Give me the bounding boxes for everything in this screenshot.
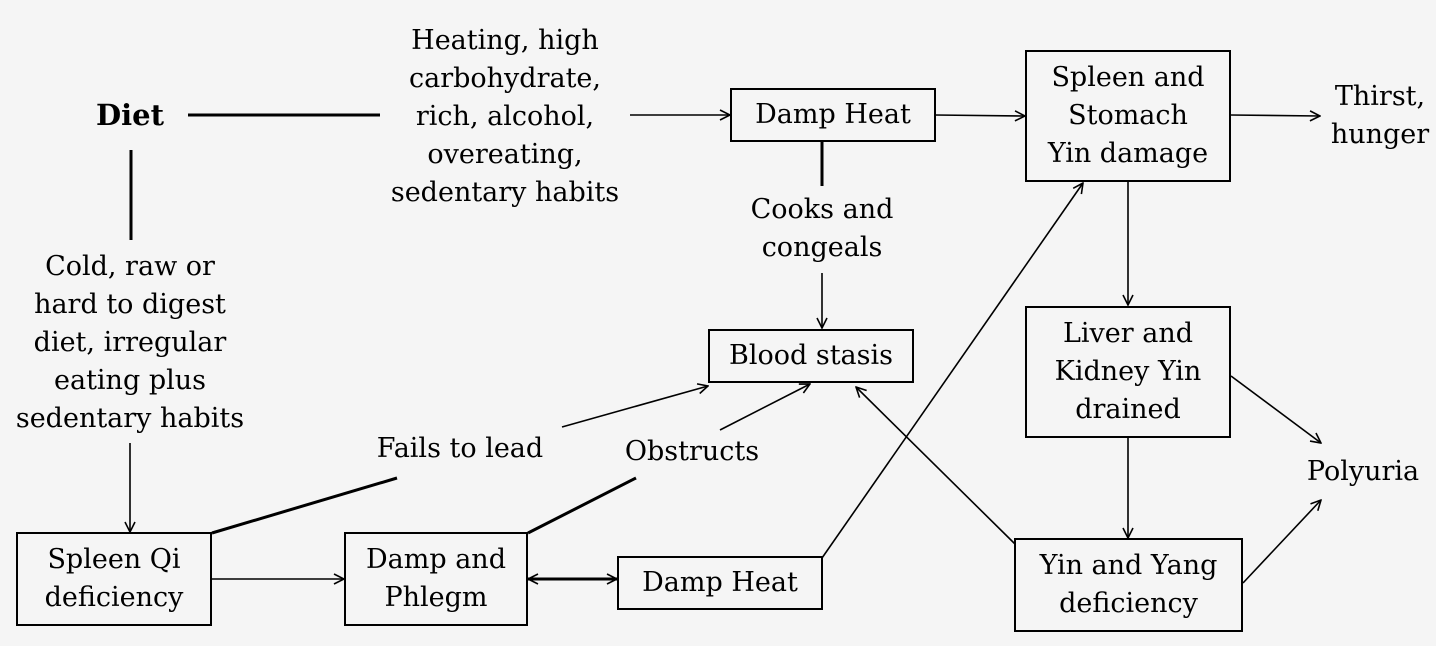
edge-damp-heat-to-spleen-stomach-diag [821,183,1083,559]
node-damp-and-phlegm: Damp and Phlegm [344,532,528,626]
edge-label-cold-raw: Cold, raw or hard to digest diet, irregu… [15,251,245,434]
edge-label-heating: Heating, high carbohydrate, rich, alcoho… [390,25,620,208]
edge-obstructs-to-blood-stasis [719,384,810,431]
node-polyuria: Polyuria [1306,456,1420,487]
edge-fails-to-blood-stasis [561,386,708,428]
node-diet: Diet [95,98,164,132]
edge-damp-heat-to-spleen-stomach [934,115,1025,116]
edge-label-cooks-congeals: Cooks and congeals [750,194,894,263]
edge-spleen-stomach-to-thirst [1229,115,1320,116]
node-damp-heat-top: Damp Heat [730,88,936,142]
node-spleen-stomach-yin-damage: Spleen and Stomach Yin damage [1025,50,1231,182]
edge-yin-yang-to-polyuria [1242,500,1321,584]
node-damp-heat-bottom: Damp Heat [617,556,823,610]
node-spleen-qi-deficiency: Spleen Qi deficiency [16,532,212,626]
edge-label-fails-to-lead: Fails to lead [376,433,544,464]
node-liver-kidney-yin-drained: Liver and Kidney Yin drained [1025,306,1231,438]
edge-liver-kidney-to-polyuria [1230,375,1321,443]
node-blood-stasis: Blood stasis [708,329,914,383]
edge-yin-yang-to-blood-stasis [856,387,1016,545]
node-thirst-hunger: Thirst, hunger [1330,81,1430,150]
edge-spleen-qi-to-fails [211,476,398,535]
edge-label-obstructs: Obstructs [624,436,760,467]
node-yin-and-yang-deficiency: Yin and Yang deficiency [1014,538,1243,632]
edge-damp-phlegm-to-obstructs [527,476,637,535]
